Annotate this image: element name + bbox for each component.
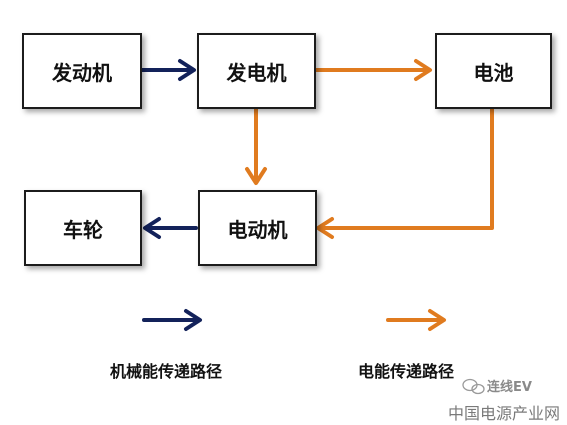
node-engine-label: 发动机	[52, 60, 112, 85]
arrow-battery-to-motor	[316, 106, 494, 239]
wechat-icon	[462, 378, 485, 395]
arrow-motor-to-wheels	[143, 217, 198, 239]
node-motor: 电动机	[198, 190, 317, 266]
wechat-watermark: 连线EV	[487, 380, 532, 395]
site-watermark: 中国电源产业网	[448, 404, 561, 423]
node-generator-label: 发电机	[226, 60, 287, 85]
node-engine: 发动机	[22, 33, 142, 109]
legend-electrical-label: 电能传递路径	[358, 362, 455, 381]
node-generator: 发电机	[197, 33, 316, 109]
legend-mechanical-label: 机械能传递路径	[110, 362, 223, 381]
legend-mechanical-arrow	[142, 309, 202, 331]
legend-electrical-arrow	[386, 309, 446, 331]
node-wheels: 车轮	[24, 190, 142, 266]
node-battery-label: 电池	[473, 60, 514, 85]
arrow-generator-to-battery	[314, 59, 432, 81]
node-battery: 电池	[435, 33, 552, 109]
arrow-engine-to-generator	[140, 59, 196, 81]
node-motor-label: 电动机	[227, 217, 288, 242]
arrow-generator-to-motor	[245, 106, 267, 185]
node-wheels-label: 车轮	[63, 217, 103, 242]
